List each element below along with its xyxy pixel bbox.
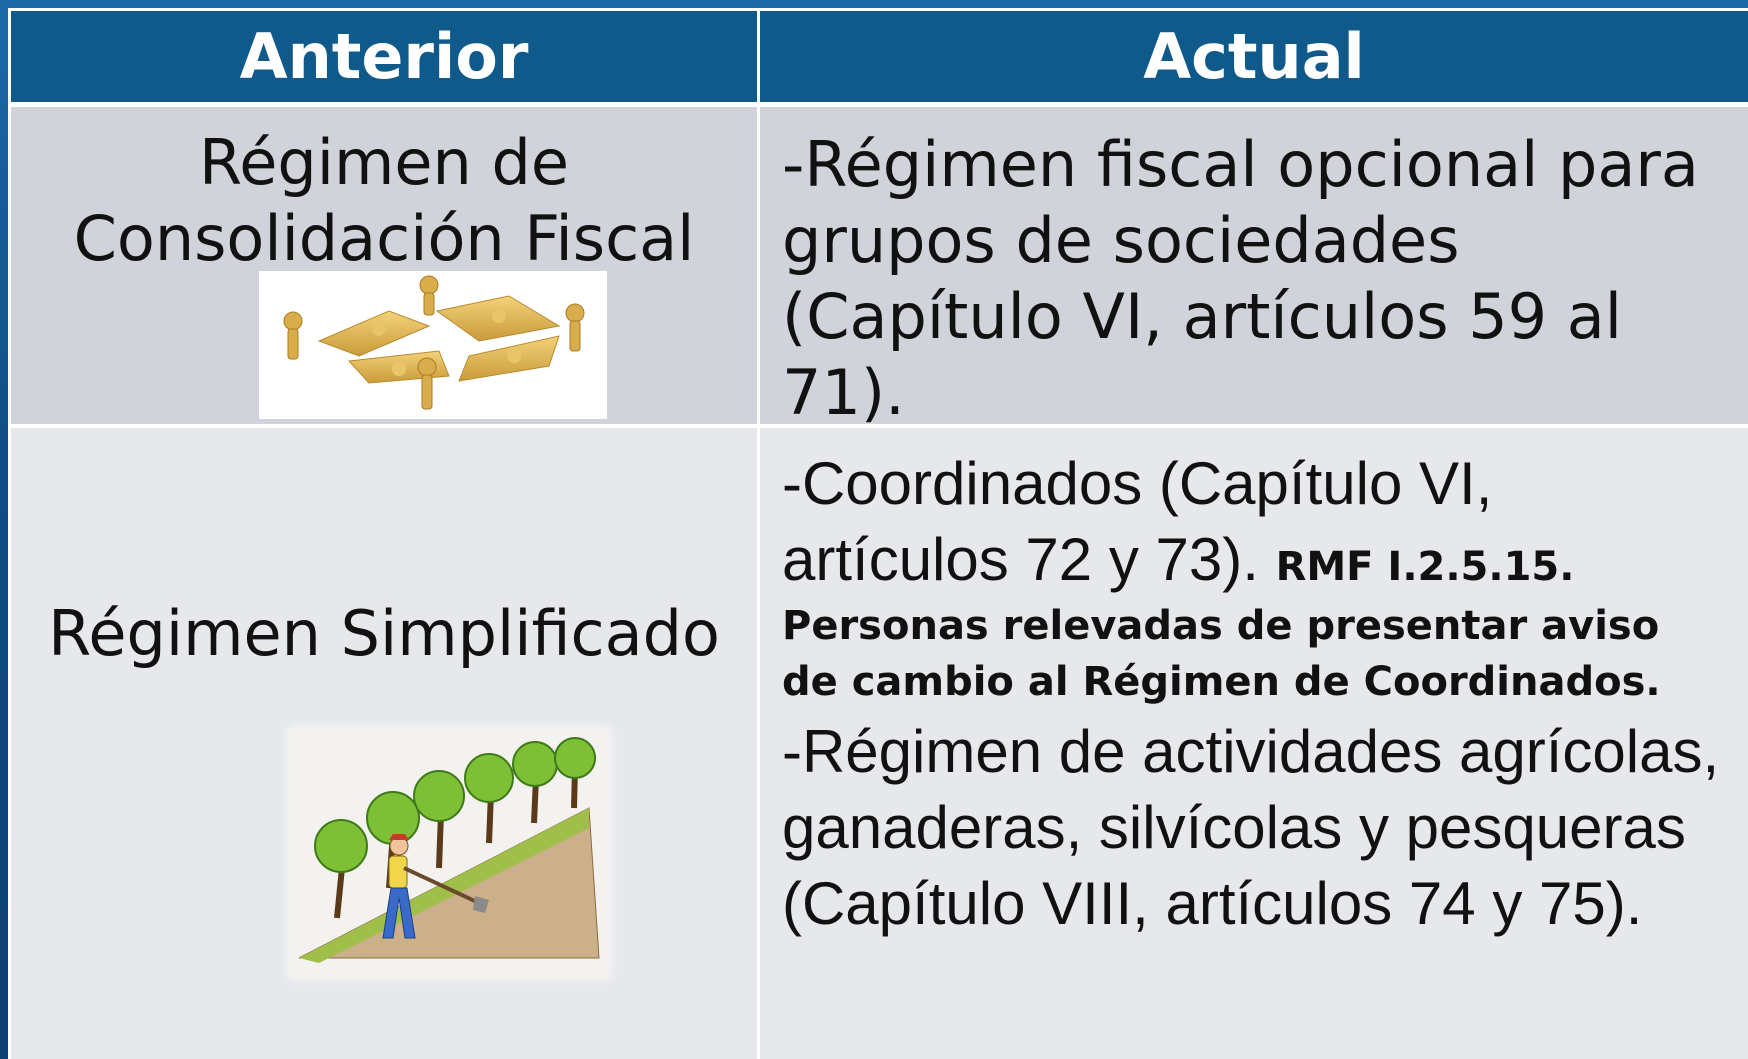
coordinados-text: -Coordinados (Capítulo VI, artículos 72 … — [782, 450, 1493, 593]
row1-anterior-cell: Régimen de Consolidación Fiscal — [11, 107, 757, 424]
comparison-table: Anterior Actual Régimen de Consolidación… — [8, 8, 1748, 1059]
agricola-text: -Régimen de actividades agrícolas, ganad… — [782, 718, 1720, 937]
header-actual-label: Actual — [1143, 20, 1365, 93]
row2-anterior-cell: Régimen Simplificado — [11, 428, 757, 1059]
farmer-hillside-icon — [289, 728, 609, 978]
row2-actual-text: -Coordinados (Capítulo VI, artículos 72 … — [782, 446, 1728, 942]
consolidacion-title: Régimen de Consolidación Fiscal — [73, 126, 695, 275]
row1-actual-cell: -Régimen fiscal opcional para grupos de … — [760, 107, 1748, 429]
header-actual: Actual — [760, 11, 1748, 102]
rmf-description: Personas relevadas de presentar aviso de… — [782, 603, 1661, 705]
puzzle-people-icon — [259, 271, 607, 419]
rmf-reference: RMF I.2.5.15. — [1275, 544, 1575, 590]
row2-actual-cell: -Coordinados (Capítulo VI, artículos 72 … — [760, 428, 1748, 1059]
regimen-opcional-text: -Régimen fiscal opcional para grupos de … — [782, 128, 1699, 429]
header-anterior-label: Anterior — [239, 20, 529, 93]
header-anterior: Anterior — [11, 11, 757, 102]
simplificado-title: Régimen Simplificado — [48, 597, 720, 670]
